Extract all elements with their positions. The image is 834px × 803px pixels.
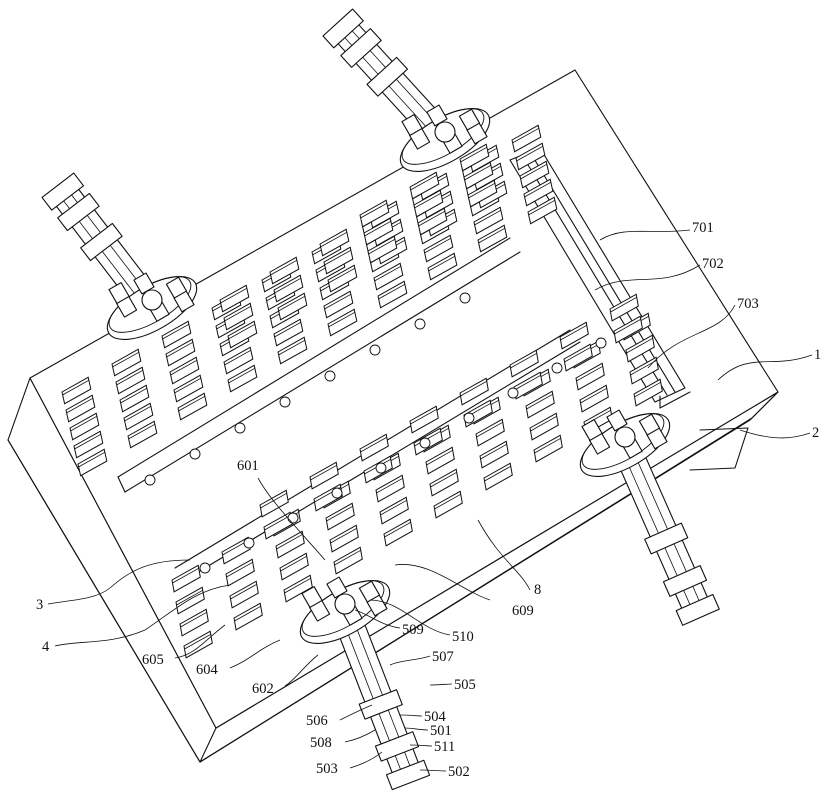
callout-506: 506 — [306, 713, 328, 729]
hole — [552, 363, 562, 373]
hole — [235, 423, 245, 433]
hole — [415, 319, 425, 329]
callout-3: 3 — [36, 597, 43, 613]
callout-509: 509 — [402, 622, 424, 638]
callout-604: 604 — [196, 662, 219, 678]
hole — [596, 338, 606, 348]
callout-507: 507 — [432, 649, 454, 665]
callout-609: 609 — [512, 603, 534, 619]
hole — [145, 475, 155, 485]
callout-505: 505 — [454, 677, 476, 693]
callout-510: 510 — [452, 629, 474, 645]
hole — [280, 397, 290, 407]
callout-702: 702 — [702, 256, 724, 272]
callout-1: 1 — [814, 347, 821, 363]
callout-2: 2 — [812, 425, 819, 441]
callout-605: 605 — [142, 652, 164, 668]
hole — [190, 449, 200, 459]
hole — [376, 463, 386, 473]
callout-701: 701 — [692, 220, 714, 236]
callout-703: 703 — [737, 296, 759, 312]
hole — [332, 488, 342, 498]
hole — [420, 438, 430, 448]
callout-501: 501 — [430, 723, 452, 739]
hole — [288, 513, 298, 523]
hole — [460, 293, 470, 303]
hole — [200, 563, 210, 573]
callout-503: 503 — [316, 761, 338, 777]
callout-601: 601 — [237, 458, 259, 474]
hole — [244, 538, 254, 548]
callout-602: 602 — [252, 681, 274, 697]
hole — [370, 345, 380, 355]
callout-4: 4 — [42, 639, 50, 655]
callout-8: 8 — [534, 582, 541, 598]
hole — [508, 388, 518, 398]
hole — [325, 371, 335, 381]
callout-508: 508 — [310, 735, 332, 751]
callout-511: 511 — [434, 739, 455, 755]
hole — [464, 413, 474, 423]
callout-502: 502 — [448, 764, 470, 780]
